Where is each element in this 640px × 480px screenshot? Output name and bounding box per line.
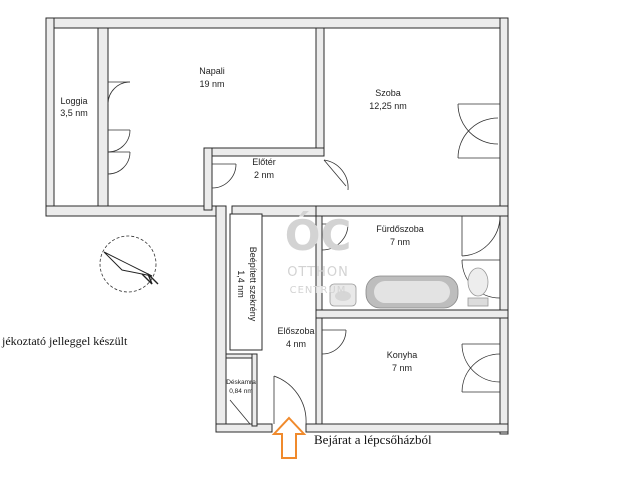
- wall-eloter-top: [203, 147, 325, 157]
- room-konyha-name: Konyha: [387, 350, 418, 360]
- watermark-line1: OTTHON: [287, 265, 349, 280]
- door-loggia-2-arc: [107, 129, 131, 153]
- walls: [45, 17, 509, 435]
- wall-corridor-left: [215, 205, 227, 433]
- wall-pantry-right: [251, 353, 258, 427]
- room-szoba-area: 12,25 nm: [369, 101, 407, 111]
- watermark-line2: CENTRUM: [290, 285, 347, 296]
- watermark-monogram: ÓC: [285, 210, 352, 260]
- room-napali-name: Napali: [199, 66, 225, 76]
- room-loggia-area: 3,5 nm: [60, 108, 88, 118]
- door-szoba-a-arc: [457, 103, 499, 145]
- room-beepitett-label: Beépített szekrény 1,4 nm: [236, 247, 258, 322]
- room-furdoszoba-name: Fürdőszoba: [376, 224, 424, 234]
- wall-top: [45, 17, 509, 29]
- room-eloszoba-area: 4 nm: [286, 339, 306, 349]
- room-eloter-area: 2 nm: [254, 170, 274, 180]
- room-beepitett-name: Beépített szekrény: [248, 247, 258, 322]
- wall-bottom-right: [305, 423, 509, 433]
- wall-bottom-left: [215, 423, 273, 433]
- disclaimer-text: jékoztató jelleggel készült: [1, 334, 128, 348]
- room-deskamra-name: Déskamra: [226, 379, 256, 386]
- door-entrance-arc: [273, 375, 307, 425]
- room-labels: Loggia 3,5 nm Napali 19 nm Szoba 12,25 n…: [60, 66, 424, 395]
- door-kitchen-b-arc: [461, 353, 501, 393]
- bathtub-icon: [365, 275, 459, 309]
- toilet-icon: [467, 267, 489, 307]
- door-kitchen-a-arc: [461, 343, 501, 383]
- room-beepitett-area: 1,4 nm: [236, 270, 246, 298]
- wall-right: [499, 17, 509, 435]
- room-szoba-name: Szoba: [375, 88, 401, 98]
- entrance-label: Bejárat a lépcsőházból: [314, 432, 432, 447]
- door-kitchen-arc: [321, 329, 347, 355]
- door-szoba-entry-arc: [323, 159, 349, 191]
- wall-napali-bottom: [45, 205, 217, 217]
- watermark-logo: ÓC OTTHON CENTRUM: [285, 210, 352, 296]
- up-arrow-icon: [271, 416, 307, 459]
- north-arrow-icon: [99, 235, 159, 293]
- door-bath-right-arc: [461, 215, 501, 257]
- room-loggia-name: Loggia: [60, 96, 87, 106]
- wall-pantry-top: [225, 353, 253, 359]
- door-loggia-3-arc: [107, 151, 131, 175]
- room-eloter-name: Előtér: [252, 157, 276, 167]
- room-eloszoba-name: Előszoba: [277, 326, 314, 336]
- room-konyha-area: 7 nm: [392, 363, 412, 373]
- door-pantry-leaf: [229, 399, 251, 425]
- door-bath-arc: [321, 223, 349, 251]
- room-furdoszoba-area: 7 nm: [390, 237, 410, 247]
- wall-middle-upper: [315, 27, 325, 149]
- wall-loggia: [97, 27, 109, 215]
- wall-szoba-bottom: [315, 205, 509, 217]
- wall-eloter-left: [203, 147, 213, 211]
- wall-bath-bottom: [315, 309, 509, 319]
- wall-left: [45, 17, 55, 215]
- door-szoba-entry-leaf: [323, 159, 347, 187]
- wall-kitchen-left: [315, 317, 323, 433]
- sink-icon: [329, 283, 357, 307]
- door-szoba-b-arc: [457, 117, 499, 159]
- room-deskamra-area: 0,84 nm: [229, 388, 253, 395]
- wardrobe-outline: [229, 213, 263, 351]
- door-eloter-arc: [211, 163, 237, 189]
- door-loggia-1-arc: [107, 81, 131, 105]
- room-napali-area: 19 nm: [199, 79, 224, 89]
